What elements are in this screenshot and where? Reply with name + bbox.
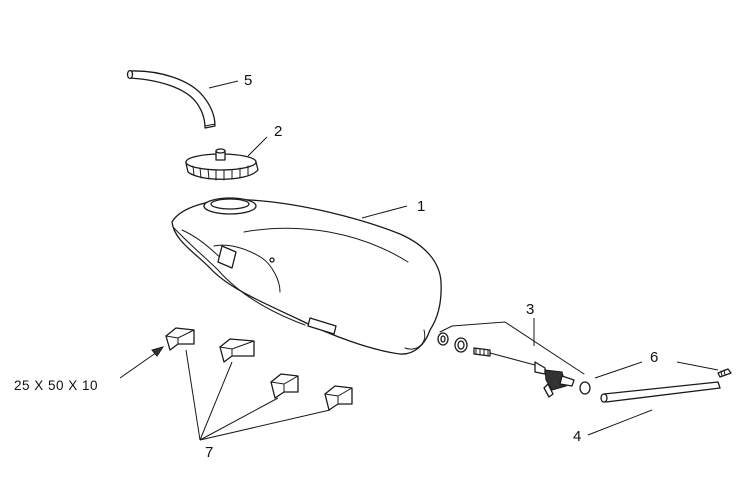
callout-7: 7 bbox=[205, 444, 213, 461]
leader-line-7c bbox=[199, 397, 279, 441]
callout-3: 3 bbox=[526, 301, 534, 318]
dimension-label: 25 X 50 X 10 bbox=[14, 378, 98, 393]
part-2-fuel-cap bbox=[185, 148, 259, 181]
leader-line-6b bbox=[594, 361, 643, 379]
leader-lines bbox=[119, 80, 719, 441]
callout-2: 2 bbox=[274, 123, 282, 140]
callout-4: 4 bbox=[573, 428, 581, 445]
dimension-leader bbox=[119, 349, 161, 379]
rubber-pad-4 bbox=[324, 385, 353, 411]
callout-labels: 1 2 3 4 5 6 7 25 X 50 X 10 bbox=[14, 72, 658, 461]
leader-line-7d bbox=[199, 409, 331, 441]
leader-line-7a bbox=[185, 349, 201, 441]
part-3-fuel-tap bbox=[437, 321, 591, 398]
part-5-breather-hose bbox=[126, 69, 216, 129]
dimension-arrowhead bbox=[151, 346, 165, 357]
part-7-rubber-pads bbox=[165, 327, 353, 411]
rubber-pad-1 bbox=[165, 327, 195, 351]
part-1-fuel-tank bbox=[171, 197, 442, 355]
leader-line-2 bbox=[247, 136, 268, 157]
rubber-pad-2 bbox=[219, 338, 255, 363]
callout-6: 6 bbox=[650, 349, 658, 366]
rubber-pad-3 bbox=[270, 373, 299, 399]
leader-line-6 bbox=[676, 361, 719, 371]
leader-line-4 bbox=[587, 409, 653, 436]
leader-line-1 bbox=[361, 205, 408, 219]
leader-line-7b bbox=[199, 361, 233, 441]
part-4-fuel-hose bbox=[600, 381, 721, 403]
leader-line-5 bbox=[208, 80, 239, 89]
callout-5: 5 bbox=[244, 72, 252, 89]
part-6-hose-clip bbox=[717, 368, 732, 378]
callout-1: 1 bbox=[417, 198, 425, 215]
